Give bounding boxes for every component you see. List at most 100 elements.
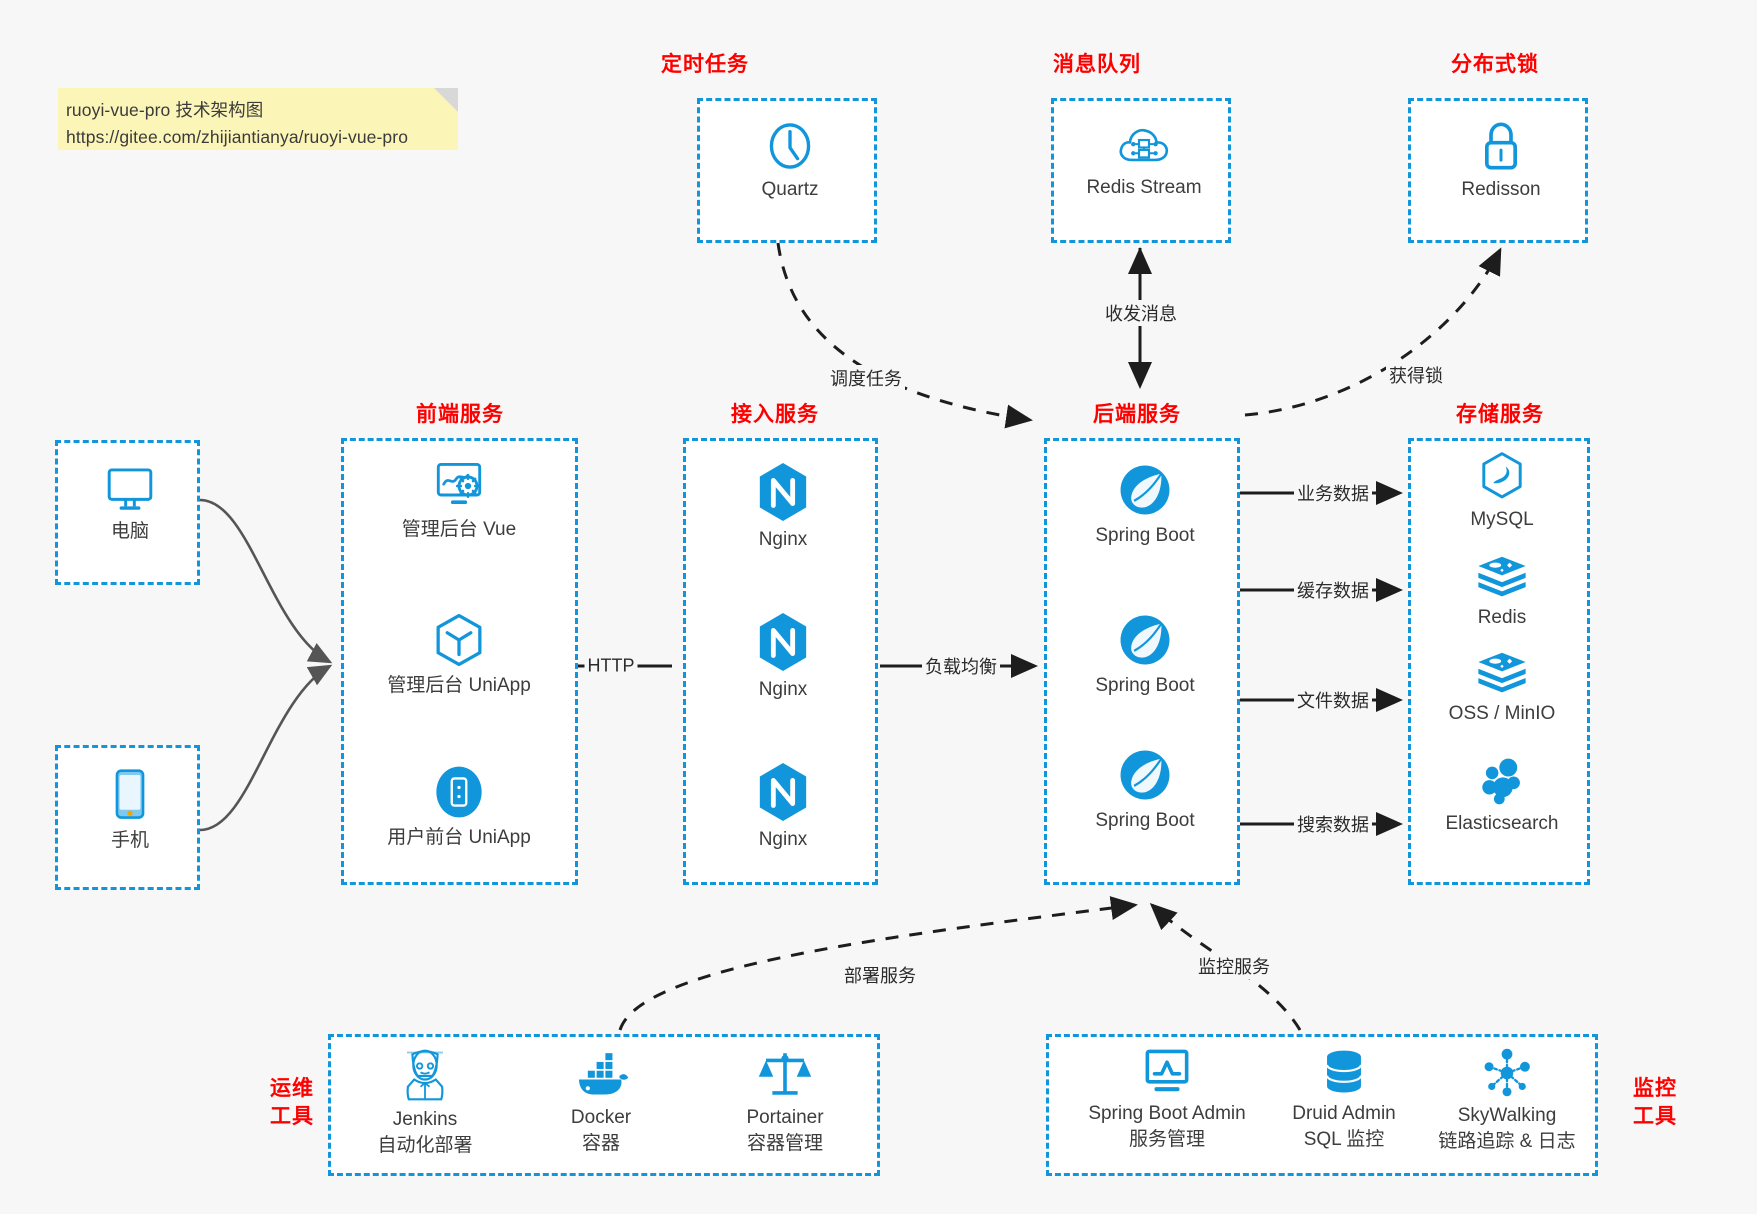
node-skywalking[interactable]: SkyWalking 链路追踪 & 日志 xyxy=(1417,1047,1597,1154)
node-label: Redis xyxy=(1477,607,1527,628)
portainer-scales-icon xyxy=(758,1053,812,1095)
node-desktop[interactable]: 电脑 xyxy=(45,463,215,545)
group-box-backend: Spring Boot Spring Boot Spring Boot xyxy=(1044,438,1240,885)
edge-label-business-data: 业务数据 xyxy=(1294,480,1372,506)
mysql-dolphin-icon xyxy=(1482,452,1522,499)
monitor-chart-icon xyxy=(1145,1049,1189,1092)
monitor-title-line2: 工具 xyxy=(1633,1104,1677,1128)
node-label: SkyWalking xyxy=(1457,1105,1557,1126)
group-title-frontend: 前端服务 xyxy=(416,403,504,426)
node-label: 手机 xyxy=(110,830,149,851)
node-redis[interactable]: Redis xyxy=(1417,553,1587,631)
node-label: Spring Boot Admin xyxy=(1088,1103,1246,1124)
node-spring-boot-2[interactable]: Spring Boot xyxy=(1060,611,1230,699)
edge-label-schedule-task: 调度任务 xyxy=(827,365,905,391)
app-device-icon xyxy=(436,766,482,818)
group-title-backend: 后端服务 xyxy=(1093,403,1181,426)
node-docker[interactable]: Docker 容器 xyxy=(521,1051,681,1156)
node-oss-minio[interactable]: OSS / MinIO xyxy=(1417,649,1587,727)
node-label: Jenkins xyxy=(392,1109,458,1130)
node-redis-stream[interactable]: Redis Stream xyxy=(1059,119,1229,201)
node-druid-admin[interactable]: Druid Admin SQL 监控 xyxy=(1254,1047,1434,1152)
node-elasticsearch[interactable]: Elasticsearch xyxy=(1417,755,1587,837)
nginx-icon xyxy=(759,463,807,521)
node-sublabel: 容器 xyxy=(581,1132,620,1154)
edge-label-file-data: 文件数据 xyxy=(1294,687,1372,713)
note-fold-corner xyxy=(434,88,458,112)
node-label: 电脑 xyxy=(110,521,149,542)
desktop-monitor-icon xyxy=(107,468,153,510)
node-spring-boot-admin[interactable]: Spring Boot Admin 服务管理 xyxy=(1077,1047,1257,1152)
node-sublabel: SQL 监控 xyxy=(1303,1128,1385,1150)
node-label: Nginx xyxy=(758,679,808,700)
node-label: Nginx xyxy=(758,829,808,850)
group-title-storage: 存储服务 xyxy=(1456,403,1544,426)
node-label: Docker xyxy=(570,1107,632,1128)
spring-boot-icon xyxy=(1120,465,1170,515)
node-spring-boot-1[interactable]: Spring Boot xyxy=(1060,461,1230,549)
group-title-ops: 运维 工具 xyxy=(262,1075,322,1130)
note-title-line: ruoyi-vue-pro 技术架构图 xyxy=(66,100,264,120)
node-admin-vue[interactable]: 管理后台 Vue xyxy=(374,459,544,543)
node-label: Spring Boot xyxy=(1095,810,1195,831)
nginx-icon xyxy=(759,613,807,671)
node-label: Redisson xyxy=(1461,179,1541,200)
node-sublabel: 容器管理 xyxy=(746,1132,823,1154)
node-sublabel: 链路追踪 & 日志 xyxy=(1438,1130,1576,1152)
mobile-phone-icon xyxy=(115,769,145,819)
group-box-storage: MySQL Redis OSS / MinIO xyxy=(1408,438,1590,885)
node-label: Nginx xyxy=(758,529,808,550)
node-label: OSS / MinIO xyxy=(1448,703,1556,724)
edge-schedule xyxy=(776,242,1033,429)
node-mobile[interactable]: 手机 xyxy=(45,766,215,854)
node-redisson[interactable]: Redisson xyxy=(1416,119,1586,203)
edge-label-http: HTTP xyxy=(584,655,638,677)
node-label: Spring Boot xyxy=(1095,525,1195,546)
ops-title-line2: 工具 xyxy=(270,1104,314,1128)
group-box-monitor: Spring Boot Admin 服务管理 Druid Admin SQL 监… xyxy=(1046,1034,1598,1176)
node-mysql[interactable]: MySQL xyxy=(1417,451,1587,533)
edge-label-load-balance: 负载均衡 xyxy=(922,653,1000,679)
node-admin-uniapp[interactable]: 管理后台 UniApp xyxy=(374,611,544,699)
group-title-mq: 消息队列 xyxy=(1053,53,1141,76)
cloud-stream-icon xyxy=(1119,128,1169,162)
node-nginx-3[interactable]: Nginx xyxy=(698,761,868,853)
docker-whale-icon xyxy=(579,1053,629,1095)
node-quartz[interactable]: Quartz xyxy=(705,119,875,203)
edge-label-send-receive-message: 收发消息 xyxy=(1102,300,1180,326)
spring-boot-icon xyxy=(1120,750,1170,800)
node-jenkins[interactable]: Jenkins 自动化部署 xyxy=(345,1047,505,1158)
group-box-ops: Jenkins 自动化部署 Docker 容器 xyxy=(328,1034,880,1176)
node-portainer[interactable]: Portainer 容器管理 xyxy=(705,1047,865,1156)
note-url-line: https://gitee.com/zhijiantianya/ruoyi-vu… xyxy=(66,127,409,148)
group-box-mobile-client: 手机 xyxy=(55,745,200,890)
node-label: 管理后台 Vue xyxy=(401,519,517,540)
nginx-icon xyxy=(759,763,807,821)
edge-label-monitor-service: 监控服务 xyxy=(1195,953,1273,979)
edge-label-deploy-service: 部署服务 xyxy=(841,962,919,988)
edge-label-acquire-lock: 获得锁 xyxy=(1386,362,1446,388)
node-label: Spring Boot xyxy=(1095,675,1195,696)
monitor-title-line1: 监控 xyxy=(1633,1077,1677,1100)
node-label: Portainer xyxy=(746,1107,824,1128)
group-box-scheduler: Quartz xyxy=(697,98,877,243)
dashboard-gear-icon xyxy=(436,462,482,504)
node-nginx-1[interactable]: Nginx xyxy=(698,461,868,553)
jenkins-butler-icon xyxy=(406,1049,444,1101)
database-cylinder-icon xyxy=(1325,1050,1363,1093)
edge-label-cache-data: 缓存数据 xyxy=(1294,577,1372,603)
node-label: Elasticsearch xyxy=(1445,813,1559,834)
node-user-uniapp[interactable]: 用户前台 UniApp xyxy=(374,763,544,851)
node-spring-boot-3[interactable]: Spring Boot xyxy=(1060,746,1230,834)
group-title-gateway: 接入服务 xyxy=(731,403,819,426)
node-nginx-2[interactable]: Nginx xyxy=(698,611,868,703)
ops-title-line1: 运维 xyxy=(270,1077,314,1100)
oss-stack-icon xyxy=(1478,652,1526,693)
node-sublabel: 服务管理 xyxy=(1128,1128,1205,1150)
group-box-mq: Redis Stream xyxy=(1051,98,1231,243)
node-sublabel: 自动化部署 xyxy=(377,1134,473,1156)
edge-desktop-to-frontend xyxy=(199,498,333,664)
node-label: 管理后台 UniApp xyxy=(387,675,531,696)
edge-mobile-to-frontend xyxy=(199,664,333,832)
